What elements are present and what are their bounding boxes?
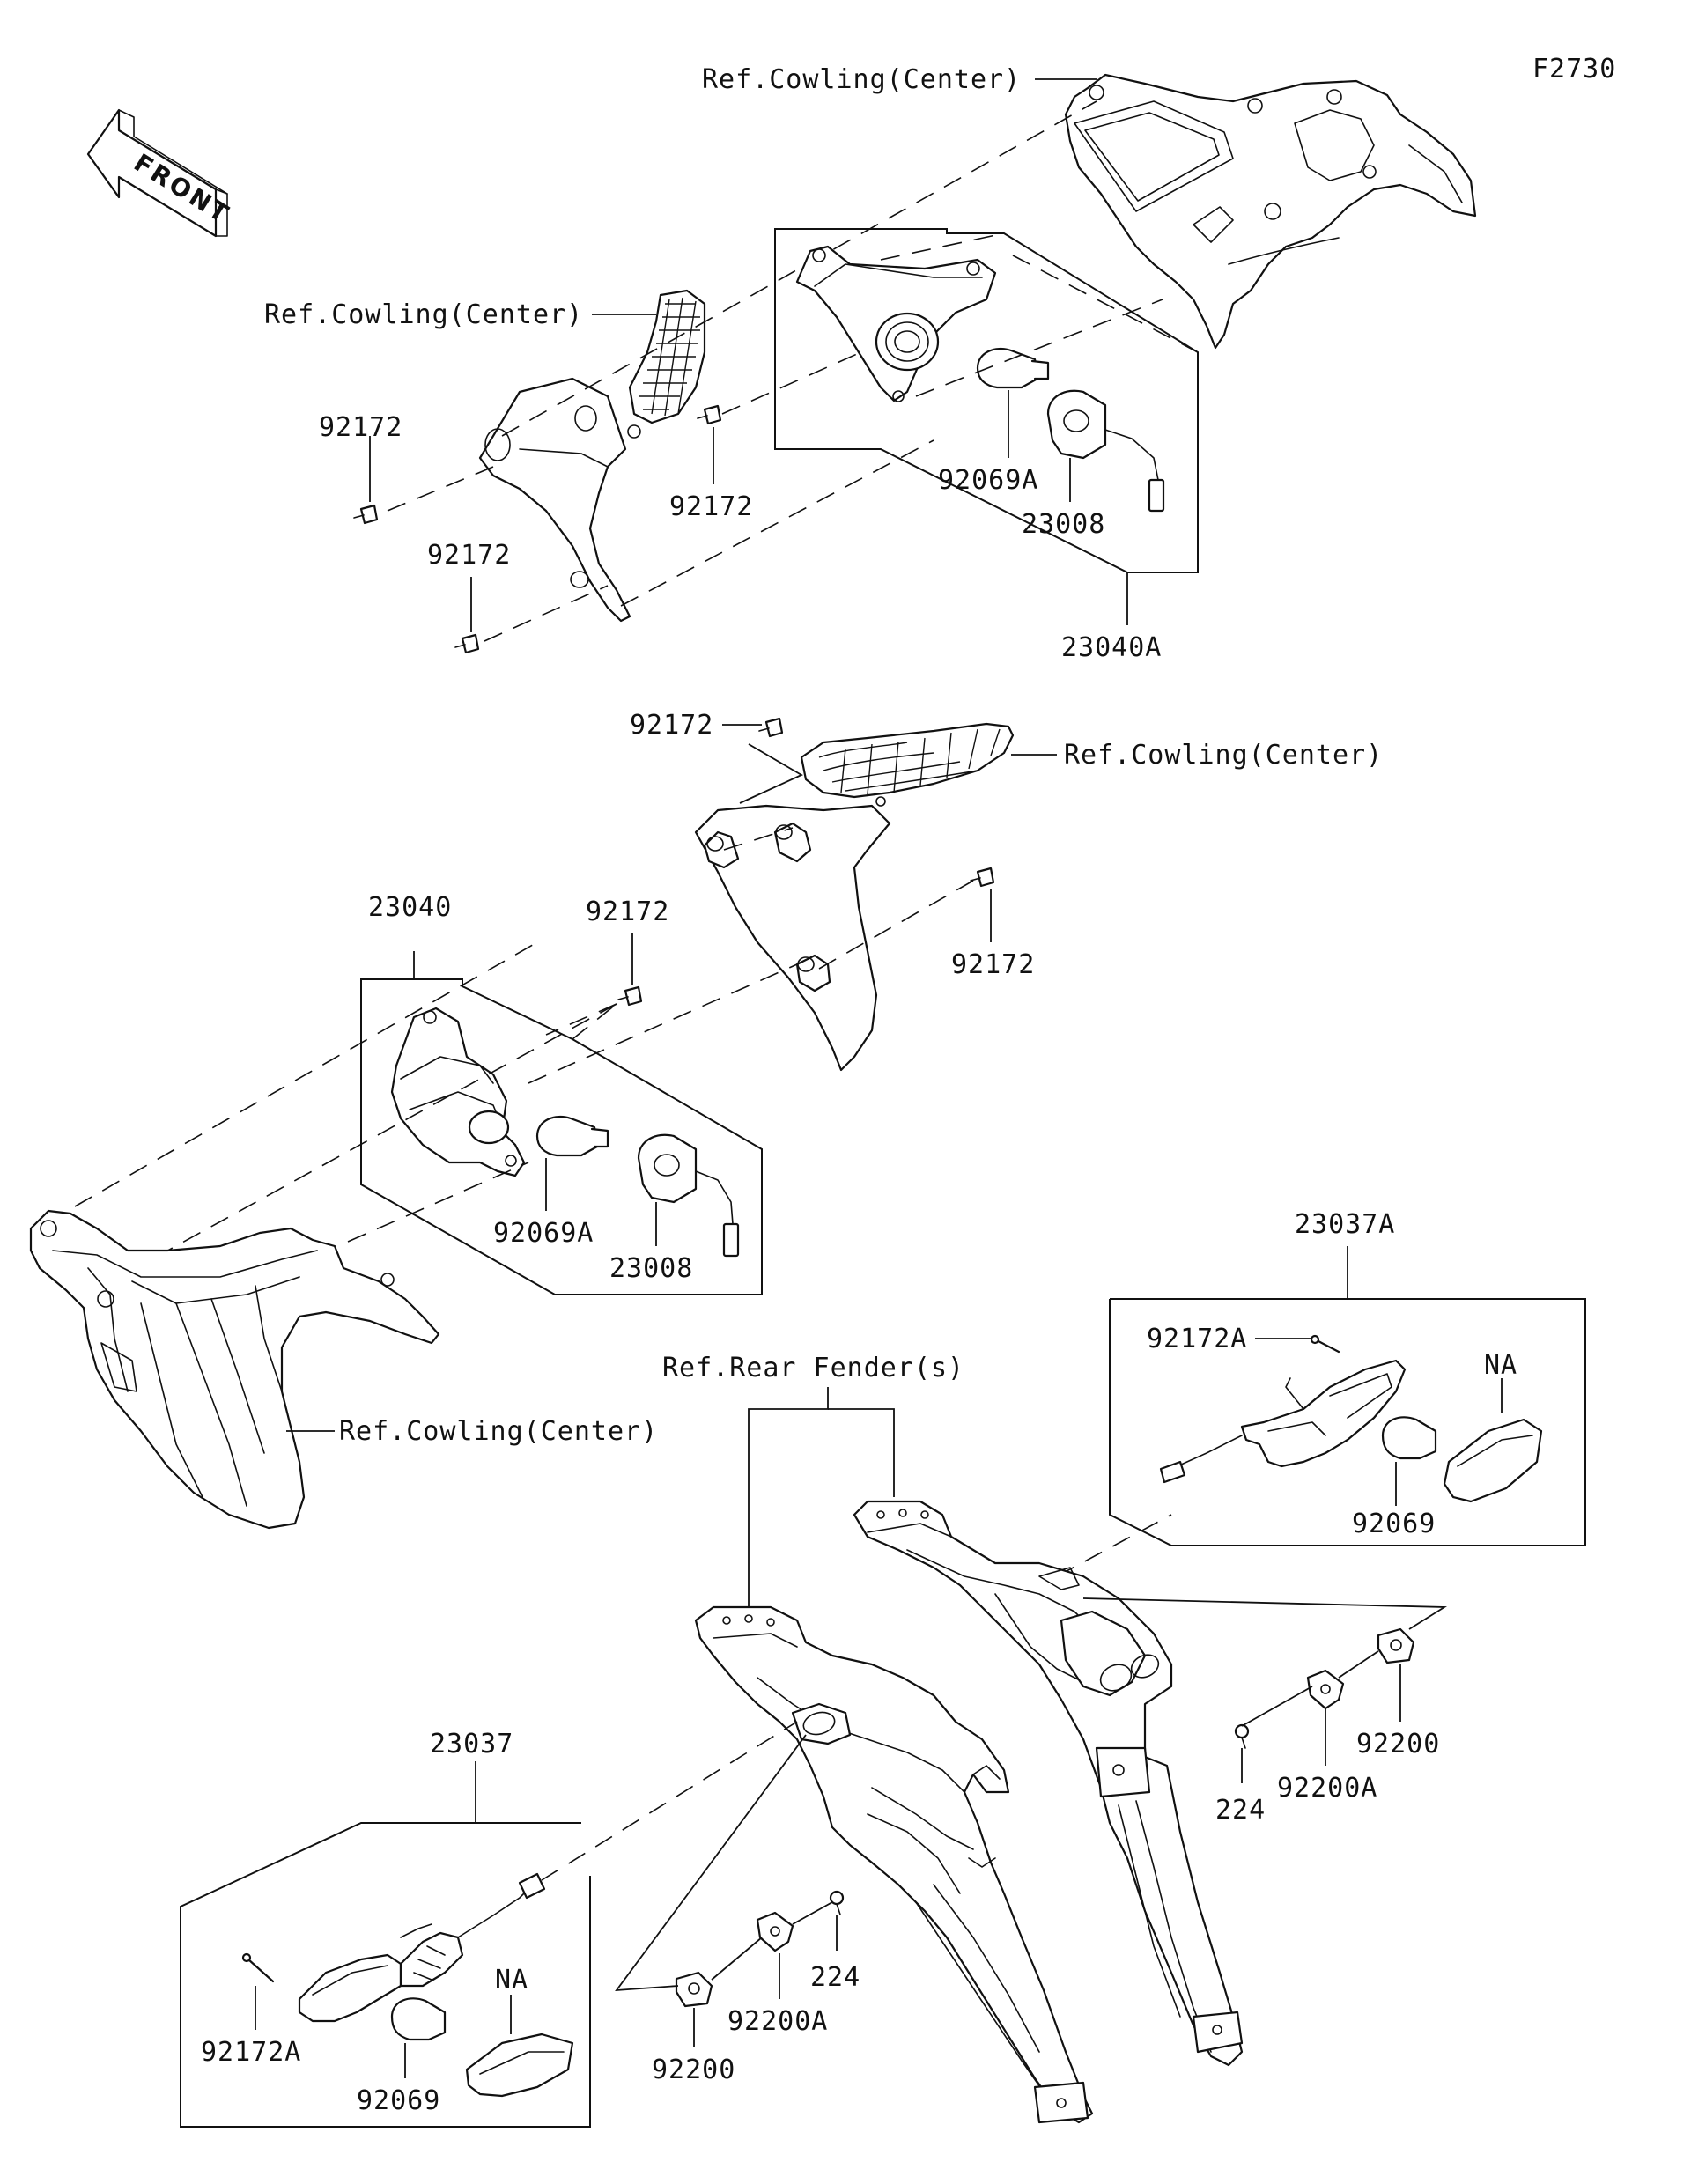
label-92172-b: 92172 bbox=[427, 540, 511, 571]
plate-92200-a bbox=[1377, 1627, 1415, 1664]
cowling-center-upper-ref bbox=[1064, 73, 1477, 350]
label-92172-a: 92172 bbox=[319, 412, 402, 443]
screw-224-a bbox=[1234, 1723, 1250, 1749]
label-92172a-b: 92172A bbox=[201, 2037, 301, 2068]
screw-92172-a bbox=[353, 504, 379, 525]
plate-92200-b bbox=[675, 1971, 713, 2008]
socket-23008-b bbox=[637, 1133, 740, 1258]
nut-92200a-a bbox=[1306, 1669, 1345, 1710]
bulb-92069-b bbox=[390, 1997, 447, 2041]
label-23040: 23040 bbox=[368, 892, 452, 923]
label-92200a-a: 92200A bbox=[1277, 1773, 1377, 1804]
diagram-code: F2730 bbox=[1532, 54, 1616, 85]
screw-92172a-a bbox=[1310, 1334, 1340, 1354]
label-92172-f: 92172 bbox=[951, 949, 1035, 980]
rear-fender-right-ref bbox=[853, 1500, 1244, 2067]
label-92172-d: 92172 bbox=[630, 710, 713, 741]
cowling-center-lower-ref bbox=[29, 1209, 440, 1530]
label-92069a-b: 92069A bbox=[493, 1218, 594, 1249]
grille-ref-cowling-mid bbox=[800, 722, 1015, 807]
label-23037: 23037 bbox=[430, 1729, 513, 1760]
label-ref-rear-fender: Ref.Rear Fender(s) bbox=[662, 1353, 964, 1383]
screw-92172a-b bbox=[241, 1952, 275, 1983]
bulb-92069a-a bbox=[976, 347, 1050, 389]
nut-92200a-b bbox=[756, 1911, 794, 1952]
label-92069-a: 92069 bbox=[1352, 1509, 1436, 1539]
label-na-b: NA bbox=[495, 1965, 528, 1996]
label-ref-cowling-center-lower: Ref.Cowling(Center) bbox=[339, 1416, 658, 1447]
label-92172-e: 92172 bbox=[586, 896, 669, 927]
screw-92172-b bbox=[454, 633, 480, 654]
screw-92172-d bbox=[758, 717, 784, 738]
label-23040a: 23040A bbox=[1061, 632, 1162, 663]
lens-na-b bbox=[465, 2033, 574, 2098]
socket-23008-a bbox=[1046, 389, 1165, 513]
screw-92172-f bbox=[970, 867, 995, 888]
label-92069-b: 92069 bbox=[357, 2085, 440, 2116]
screw-224-b bbox=[829, 1890, 845, 1915]
turn-signal-housing-23040 bbox=[390, 1007, 526, 1177]
label-92200a-b: 92200A bbox=[727, 2006, 828, 2037]
lens-na-a bbox=[1443, 1418, 1543, 1503]
headlight-bracket-upper bbox=[478, 289, 706, 623]
label-92172a-a: 92172A bbox=[1147, 1324, 1247, 1354]
screw-92172-e bbox=[617, 985, 643, 1007]
label-92200-b: 92200 bbox=[652, 2055, 735, 2085]
label-ref-cowling-center-mid: Ref.Cowling(Center) bbox=[1064, 740, 1383, 771]
label-23037a: 23037A bbox=[1295, 1209, 1395, 1240]
label-na-a: NA bbox=[1484, 1350, 1517, 1381]
bulb-92069-a bbox=[1381, 1416, 1437, 1460]
label-92200-a: 92200 bbox=[1356, 1729, 1440, 1760]
turn-signal-23037a bbox=[1159, 1359, 1407, 1484]
label-224-b: 224 bbox=[810, 1962, 860, 1993]
label-23008-b: 23008 bbox=[609, 1253, 693, 1284]
bulb-92069a-b bbox=[535, 1115, 609, 1157]
label-ref-cowling-center-top: Ref.Cowling(Center) bbox=[702, 64, 1021, 95]
label-92172-c: 92172 bbox=[669, 491, 753, 522]
headlight-bracket-middle bbox=[694, 804, 891, 1072]
turn-signal-23037 bbox=[298, 1872, 546, 2023]
screw-92172-c bbox=[697, 404, 722, 425]
label-ref-cowling-center-left: Ref.Cowling(Center) bbox=[264, 299, 583, 330]
rear-fender-left-ref bbox=[694, 1605, 1094, 2124]
label-92069a-a: 92069A bbox=[938, 465, 1038, 496]
label-224-a: 224 bbox=[1215, 1795, 1266, 1826]
label-23008-a: 23008 bbox=[1022, 509, 1105, 540]
front-arrow-icon: FRONT bbox=[86, 108, 235, 238]
turn-signal-housing-23040a bbox=[795, 245, 997, 402]
